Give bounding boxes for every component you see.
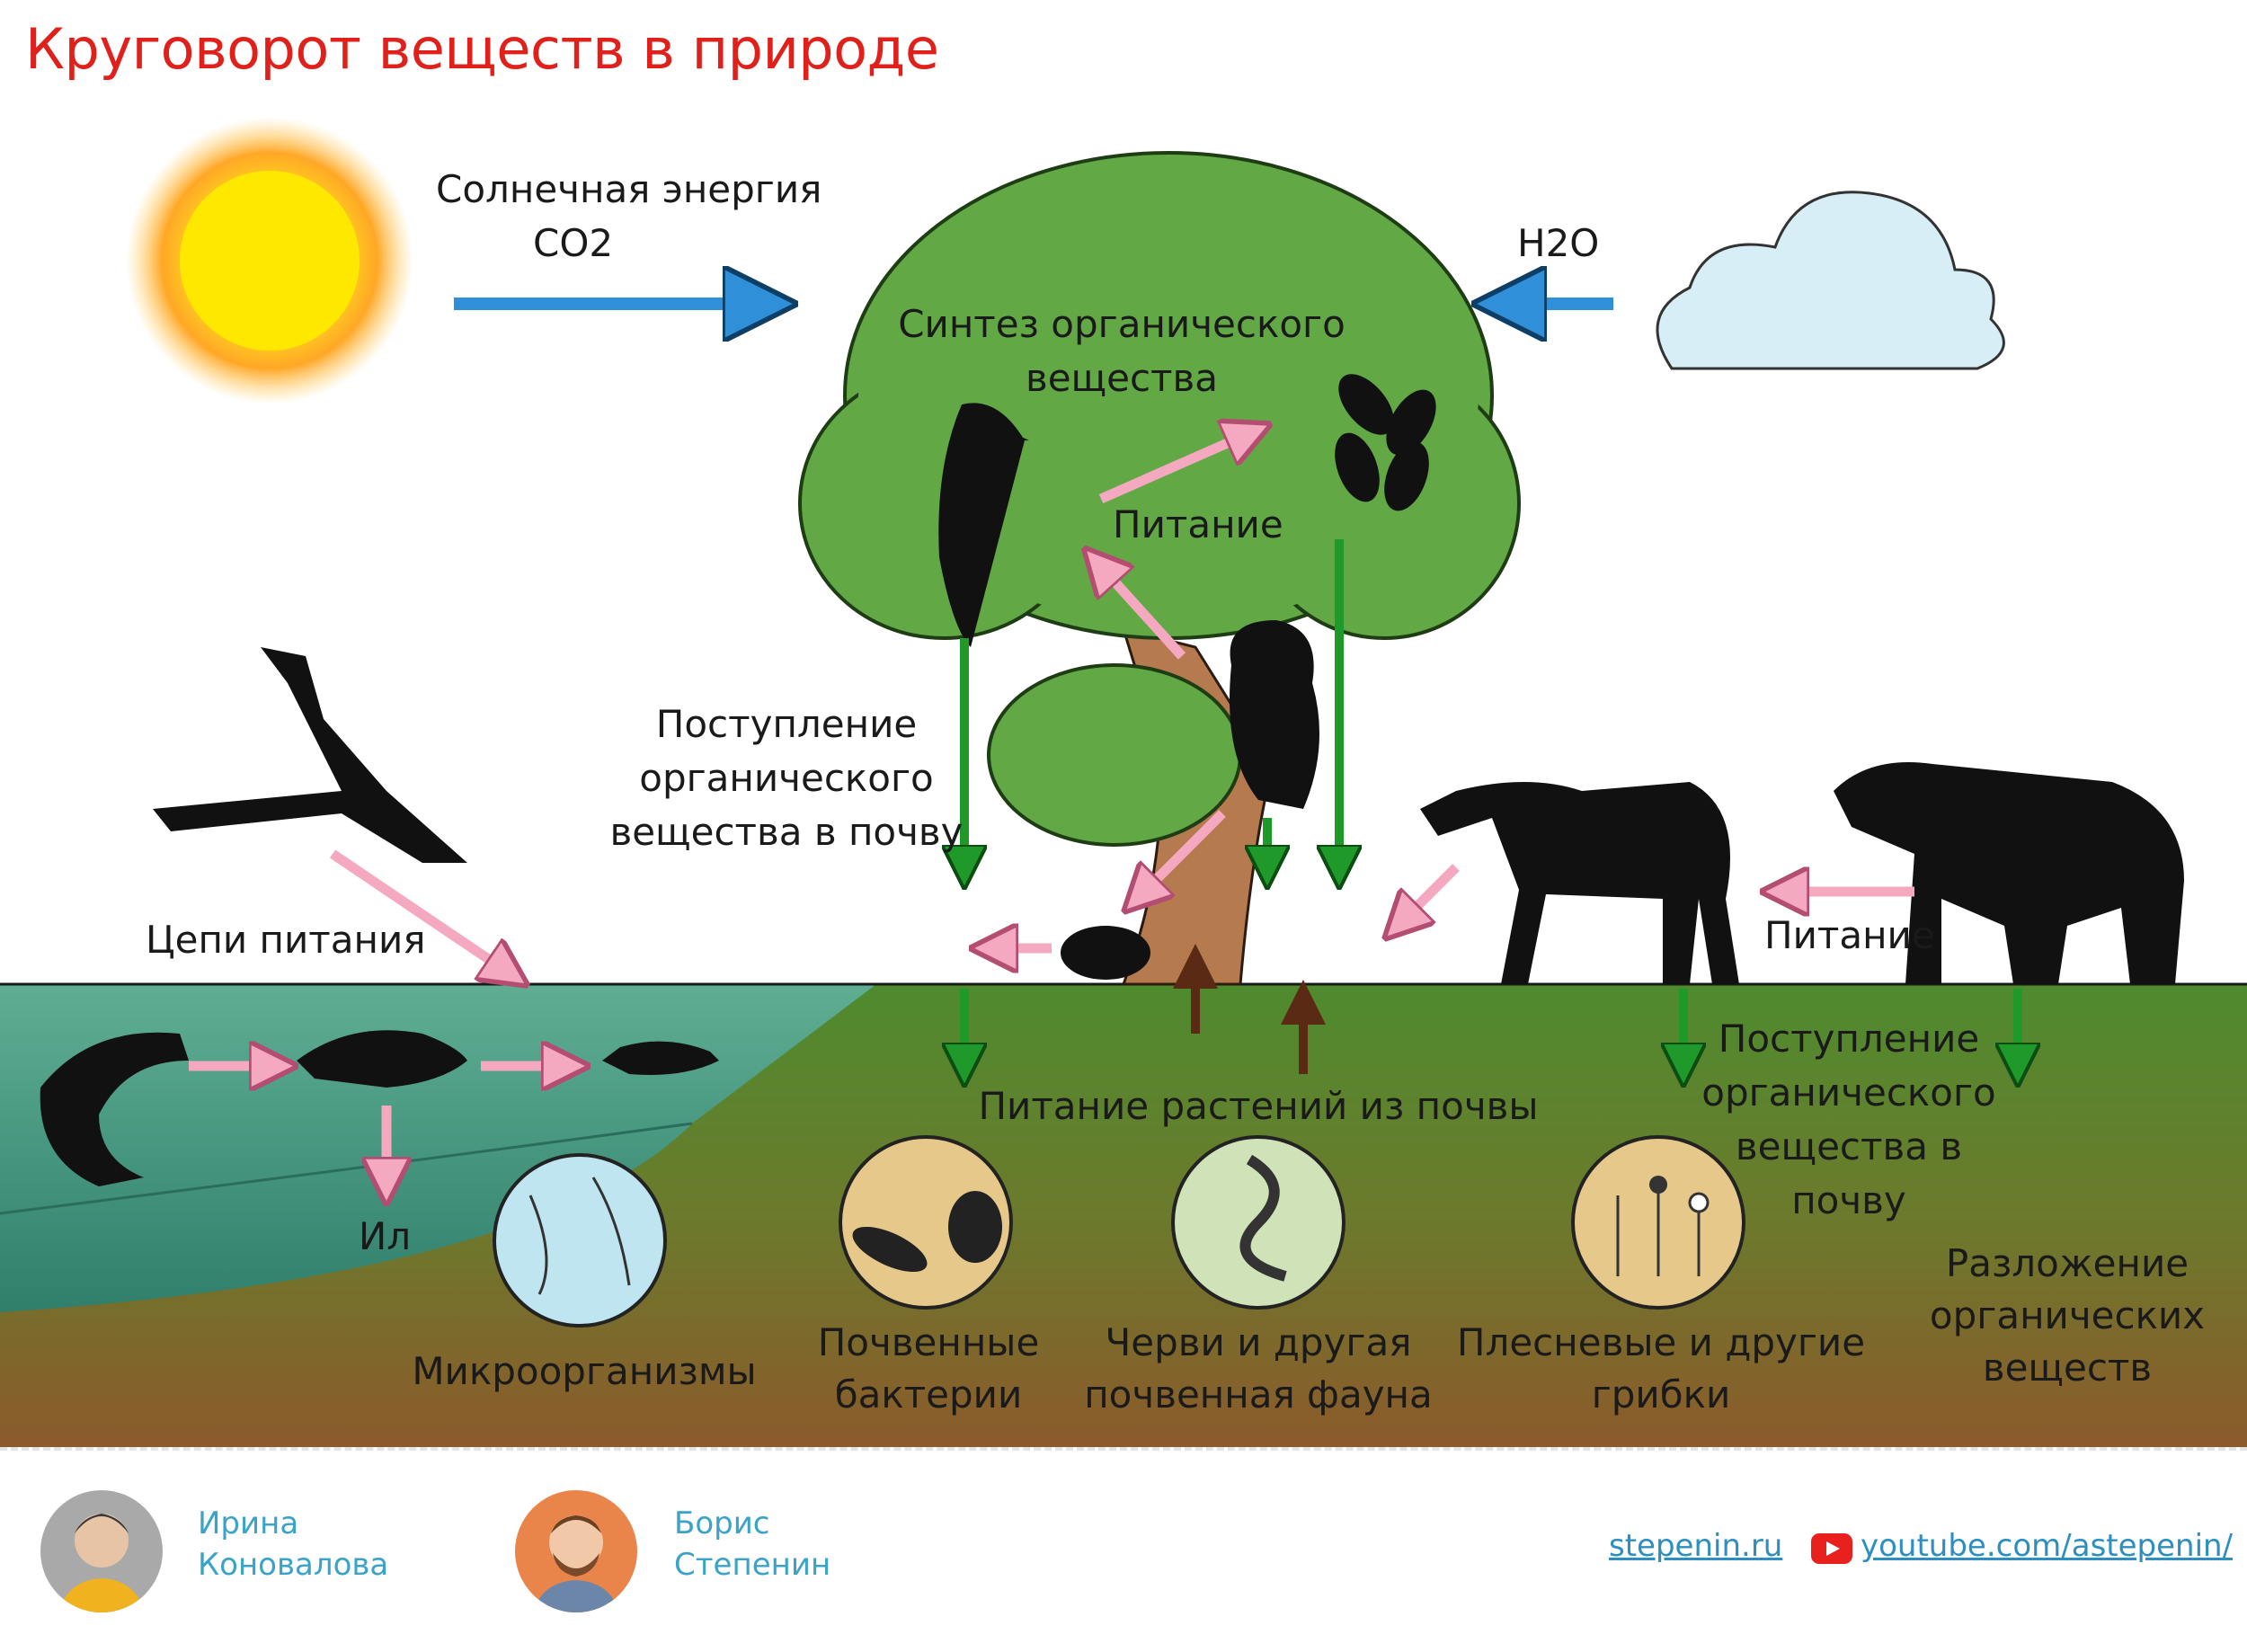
label-silt: Ил <box>359 1214 411 1258</box>
author1-name: Ирина Коновалова <box>198 1505 389 1583</box>
microorganisms-circle-icon <box>493 1153 667 1328</box>
label-synthesis-2: вещества <box>1026 356 1218 400</box>
avatar-author1 <box>40 1490 163 1612</box>
label-entry-left-2: органического <box>639 756 934 800</box>
label-nutrition-bear: Питание <box>1764 913 1935 957</box>
label-co2: CO2 <box>533 221 613 265</box>
woodpecker-icon <box>938 403 1029 647</box>
label-soil-bacteria-1: Почвенные <box>818 1320 1040 1364</box>
label-plant-nutrition: Питание растений из почвы <box>978 1084 1538 1128</box>
label-h2o: H2O <box>1517 221 1599 265</box>
footer-separator <box>0 1447 2247 1451</box>
youtube-link[interactable]: youtube.com/astepenin/ <box>1861 1528 2234 1564</box>
leaves-icon <box>1335 374 1436 511</box>
label-nutrition-tree: Питание <box>1113 502 1283 546</box>
label-decomposition-2: органических <box>1930 1293 2205 1337</box>
fungi-circle-icon <box>1571 1135 1745 1310</box>
fish-icon <box>297 1030 467 1088</box>
label-solar-energy: Солнечная энергия <box>436 167 822 211</box>
arrow-woodpecker-to-leaves <box>1098 431 1254 504</box>
label-worms-2: почвенная фауна <box>1084 1372 1433 1417</box>
moose-icon <box>1420 782 1739 984</box>
avatar-author2 <box>515 1490 637 1612</box>
small-fish-icon <box>602 1041 719 1075</box>
label-entry-left-3: вещества в почву <box>609 810 963 854</box>
cloud-icon <box>1656 191 2005 370</box>
label-synthesis-1: Синтез органического <box>898 302 1346 346</box>
label-decomposition-1: Разложение <box>1946 1241 2189 1285</box>
owl-icon <box>1230 620 1319 809</box>
mouse-icon <box>1061 926 1150 980</box>
label-decomposition-3: веществ <box>1983 1346 2152 1390</box>
bacteria-circle-icon <box>839 1135 1013 1310</box>
label-molds-2: грибки <box>1592 1372 1731 1417</box>
pike-icon <box>40 1032 190 1186</box>
label-food-chains: Цепи питания <box>146 918 426 962</box>
label-soil-bacteria-2: бактерии <box>835 1372 1023 1417</box>
arrow-crane-to-water <box>329 849 512 975</box>
label-microorganisms: Микроорганизмы <box>412 1349 756 1393</box>
label-molds-1: Плесневые и другие <box>1457 1320 1865 1364</box>
label-entry-right-1: Поступление <box>1719 1017 1979 1061</box>
label-entry-right-4: почву <box>1791 1178 1906 1222</box>
sun-icon <box>126 117 413 404</box>
label-entry-left-1: Поступление <box>656 702 917 746</box>
label-entry-right-2: органического <box>1701 1070 1996 1115</box>
author2-name: Борис Степенин <box>674 1505 831 1583</box>
arrow-owl-to-woodpecker <box>1097 562 1186 660</box>
water-bottom-line <box>0 1122 693 1215</box>
site-link[interactable]: stepenin.ru <box>1609 1528 1783 1564</box>
arrow-owl-to-ground <box>1137 810 1226 899</box>
worms-circle-icon <box>1171 1135 1346 1310</box>
tree-icon <box>798 151 1521 847</box>
page-title: Круговорот веществ в природе <box>25 16 939 82</box>
arrow-moose-to-plants <box>1398 864 1460 926</box>
label-worms-1: Черви и другая <box>1106 1320 1412 1364</box>
youtube-icon[interactable] <box>1811 1533 1852 1564</box>
bear-icon <box>1834 762 2184 984</box>
label-entry-right-3: вещества в <box>1736 1124 1962 1168</box>
crane-icon <box>153 647 467 863</box>
nutrient-cycle-diagram: Солнечная энергия CO2 H2O Синтез органич… <box>0 117 2247 1447</box>
